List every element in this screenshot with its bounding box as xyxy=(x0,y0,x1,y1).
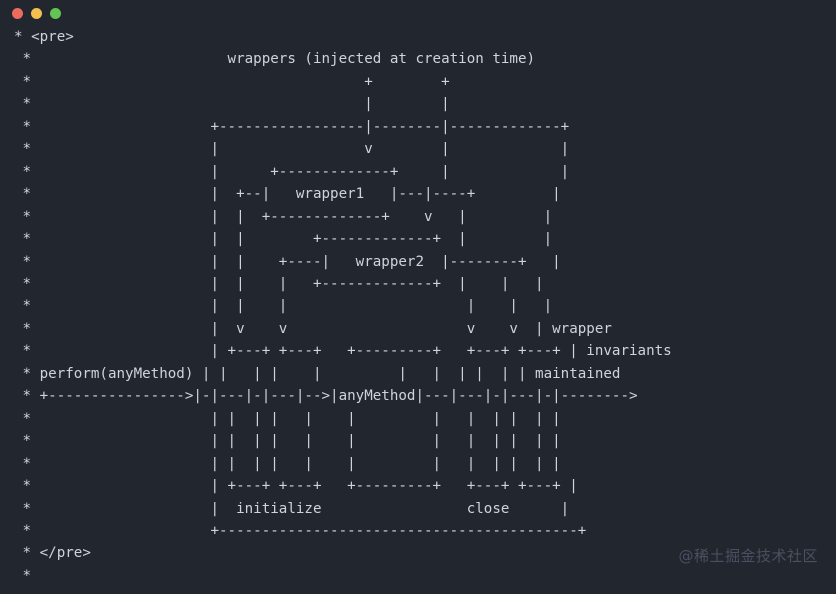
maximize-window-button[interactable] xyxy=(50,7,61,19)
window-titlebar xyxy=(0,0,836,26)
ascii-diagram-code-block: * <pre> * wrappers (injected at creation… xyxy=(14,29,672,584)
minimize-window-button[interactable] xyxy=(31,7,42,19)
close-window-button[interactable] xyxy=(12,7,23,19)
